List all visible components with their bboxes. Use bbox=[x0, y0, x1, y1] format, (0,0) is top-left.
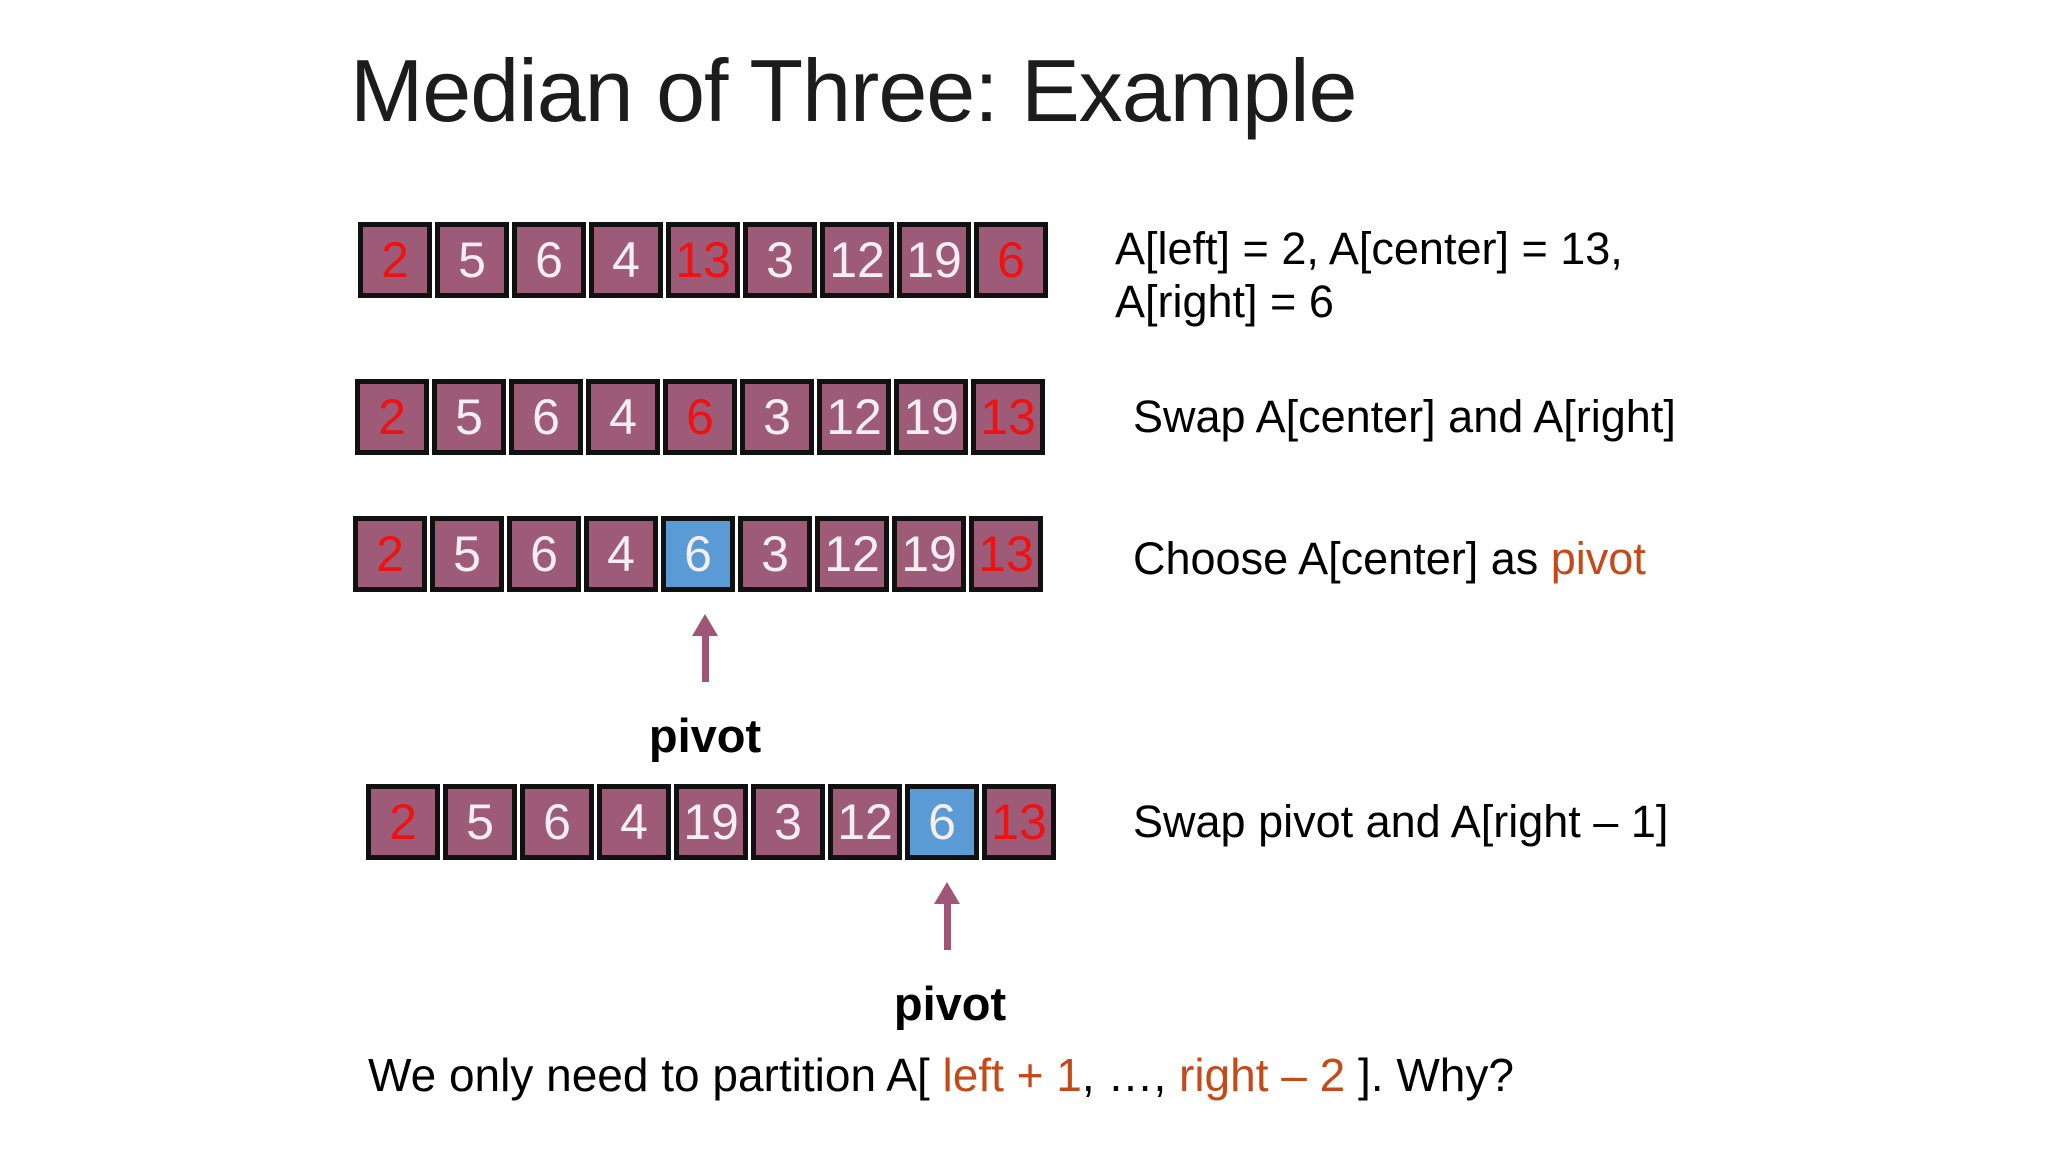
array-cell: 5 bbox=[430, 516, 504, 592]
array-cell: 6 bbox=[509, 379, 583, 455]
array-cell: 2 bbox=[355, 379, 429, 455]
array-cell: 6 bbox=[663, 379, 737, 455]
array-cell: 12 bbox=[820, 222, 894, 298]
array-cell: 2 bbox=[358, 222, 432, 298]
array-cell: 5 bbox=[432, 379, 506, 455]
annotation-line: A[right] = 6 bbox=[1115, 275, 1623, 328]
text-segment: ]. Why? bbox=[1345, 1049, 1514, 1101]
text-segment: We only need to partition A[ bbox=[368, 1049, 943, 1101]
array-cell: 5 bbox=[435, 222, 509, 298]
annotation-choose-pivot: Choose A[center] as pivot bbox=[1133, 532, 1646, 585]
slide-title: Median of Three: Example bbox=[350, 41, 1357, 140]
text-segment: A[right] = 6 bbox=[1115, 276, 1334, 328]
pivot-label: pivot bbox=[893, 977, 1007, 1030]
annotation-line: Swap A[center] and A[right] bbox=[1133, 390, 1676, 443]
arrow-stem bbox=[943, 904, 951, 950]
array-cell: 13 bbox=[666, 222, 740, 298]
array-cell: 19 bbox=[897, 222, 971, 298]
array-cell: 2 bbox=[366, 784, 440, 860]
annotation-swap-center-right: Swap A[center] and A[right] bbox=[1133, 390, 1676, 443]
array-cell: 6 bbox=[905, 784, 979, 860]
partition-question: We only need to partition A[ left + 1, …… bbox=[368, 1048, 1514, 1102]
array-cell: 13 bbox=[982, 784, 1056, 860]
array-cell: 4 bbox=[584, 516, 658, 592]
pivot-label: pivot bbox=[648, 709, 762, 762]
array-cell: 3 bbox=[751, 784, 825, 860]
array-cell: 4 bbox=[586, 379, 660, 455]
array-cell: 5 bbox=[443, 784, 517, 860]
array-cell: 13 bbox=[969, 516, 1043, 592]
pivot-arrow-icon bbox=[692, 614, 718, 682]
arrow-stem bbox=[701, 636, 709, 682]
text-segment: pivot bbox=[1550, 533, 1646, 584]
arrow-head-icon bbox=[934, 882, 960, 904]
array-cell: 6 bbox=[520, 784, 594, 860]
pivot-arrow-icon bbox=[934, 882, 960, 950]
array-cell: 12 bbox=[815, 516, 889, 592]
array-cell: 2 bbox=[353, 516, 427, 592]
text-segment: Swap A[center] and A[right] bbox=[1133, 391, 1676, 442]
array-cell: 12 bbox=[817, 379, 891, 455]
array-cell: 3 bbox=[738, 516, 812, 592]
text-segment: , …, bbox=[1081, 1049, 1180, 1101]
array-cell: 6 bbox=[512, 222, 586, 298]
array-cell: 4 bbox=[597, 784, 671, 860]
array-cell: 6 bbox=[974, 222, 1048, 298]
annotation-line: Swap pivot and A[right – 1] bbox=[1133, 795, 1668, 848]
array-cell: 3 bbox=[743, 222, 817, 298]
text-segment: Swap pivot and A[right – 1] bbox=[1133, 796, 1669, 847]
array-cell: 19 bbox=[674, 784, 748, 860]
arrow-head-icon bbox=[692, 614, 718, 636]
array-cell: 6 bbox=[661, 516, 735, 592]
text-segment: Choose A[center] as bbox=[1133, 533, 1551, 584]
annotation-line: A[left] = 2, A[center] = 13, bbox=[1115, 222, 1623, 275]
annotation-initial-values: A[left] = 2, A[center] = 13,A[right] = 6 bbox=[1115, 222, 1623, 328]
array-cell: 12 bbox=[828, 784, 902, 860]
array-cell: 6 bbox=[507, 516, 581, 592]
text-segment: A[left] = 2, A[center] = 13, bbox=[1115, 223, 1623, 274]
array-cell: 13 bbox=[971, 379, 1045, 455]
array-cell: 19 bbox=[892, 516, 966, 592]
annotation-line: Choose A[center] as pivot bbox=[1133, 532, 1646, 585]
text-segment: right – 2 bbox=[1179, 1049, 1346, 1101]
text-segment: left + 1 bbox=[942, 1049, 1082, 1101]
array-cell: 19 bbox=[894, 379, 968, 455]
array-cell: 4 bbox=[589, 222, 663, 298]
array-cell: 3 bbox=[740, 379, 814, 455]
annotation-swap-pivot-right-1: Swap pivot and A[right – 1] bbox=[1133, 795, 1668, 848]
